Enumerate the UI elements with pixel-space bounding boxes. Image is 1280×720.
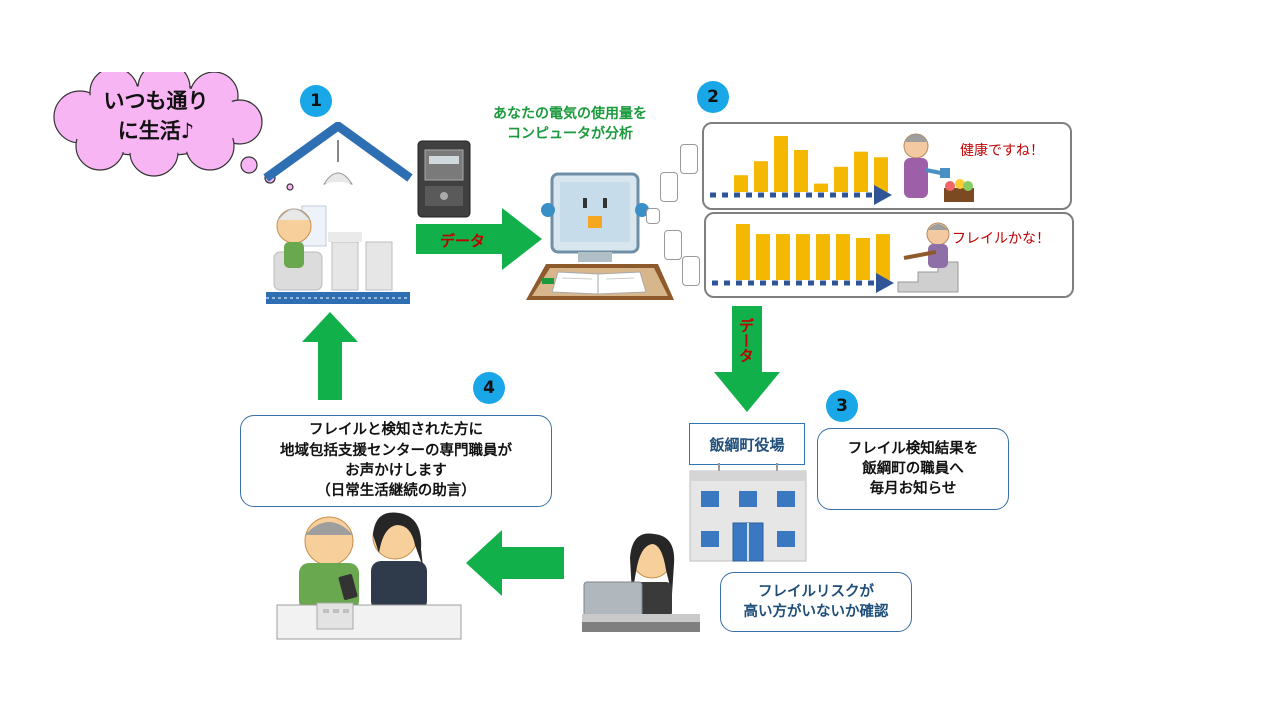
city-hall-sign: 飯綱町役場 [689,423,805,465]
electric-meter-illustration [417,140,471,218]
usage-arrow-head [874,185,892,205]
healthy-pattern-label: 健康ですね！ [960,143,1044,159]
data-arrow-right [416,208,542,270]
office-worker-laptop-illustration [582,533,700,632]
data-bubble-1 [680,144,698,174]
usage-bar [876,234,890,280]
healthy-usage-chart [710,136,892,205]
data-arrow-right-label: データ [440,232,486,250]
analysis-caption: あなたの電気の使用量を コンピュータが分析 [493,106,647,143]
usage-bar [816,234,830,280]
thought-bubble [53,72,294,191]
usage-bar [796,234,810,280]
usage-bar [774,136,788,192]
healthy-pattern-panel: 健康ですね！ [702,122,1072,210]
city-hall-building-illustration [689,463,807,562]
healthy-elderly-gardening-illustration [903,133,974,202]
data-bubble-3 [646,208,660,224]
usage-bar [794,150,808,192]
data-arrow-down-label: データ [737,318,755,363]
frail-pattern-label: フレイルかな！ [952,231,1050,247]
support-arrow-left [466,530,564,596]
usage-bar [814,183,828,192]
usage-bar [854,151,868,192]
data-bubble-5 [682,256,700,286]
usage-bar [776,234,790,280]
house-illustration [263,122,413,304]
computer-robot-illustration [526,172,674,300]
usage-bar [874,157,888,192]
step-3-notification-box: フレイル検知結果を 飯綱町の職員へ 毎月お知らせ [817,428,1009,510]
consultation-illustration [276,512,462,640]
usage-arrow-head [876,273,894,293]
step-4-number: 4 [473,372,505,404]
data-bubble-2 [660,172,678,202]
usage-bar [834,166,848,192]
usage-bar [856,238,870,280]
frail-usage-chart [712,224,894,293]
thought-bubble-text: いつも通り に生活♪ [103,89,209,144]
data-bubble-4 [664,230,682,260]
step-4-support-box: フレイルと検知された方に 地域包括支援センターの専門職員が お声かけします （日… [240,415,552,507]
usage-bar [734,175,748,192]
usage-bar [754,161,768,192]
risk-check-box: フレイルリスクが 高い方がいないか確認 [720,572,912,632]
step-2-number: 2 [697,81,729,113]
step-3-number: 3 [826,390,858,422]
frail-pattern-panel: フレイルかな！ [704,212,1074,298]
usage-bar [756,234,770,280]
step-1-number: 1 [300,85,332,117]
frail-elderly-stairs-illustration [897,222,959,293]
feedback-arrow-up [302,312,358,400]
usage-bar [836,234,850,280]
data-arrow-down [714,306,780,412]
usage-bar [736,224,750,280]
